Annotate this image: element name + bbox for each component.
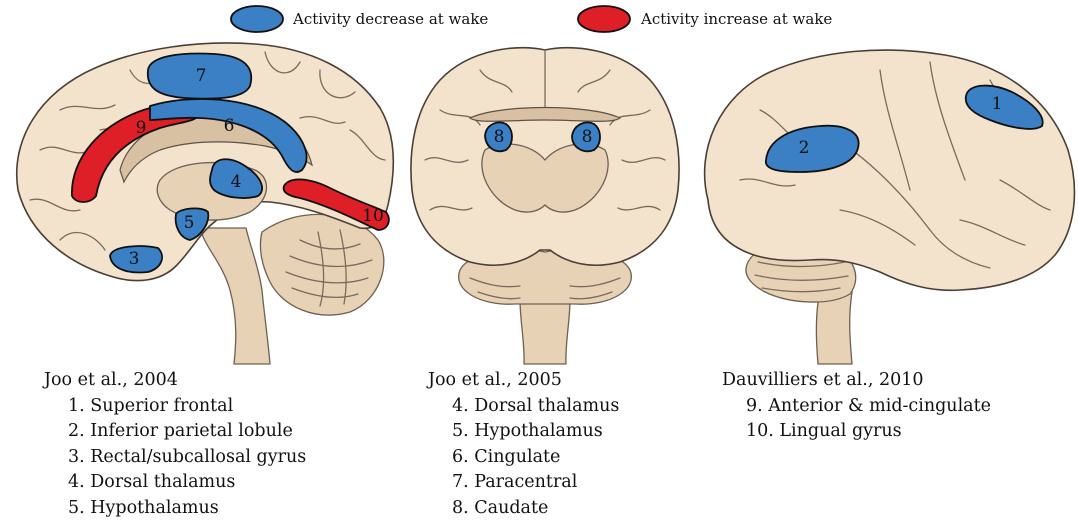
legend-decrease-label: Activity decrease at wake bbox=[292, 10, 488, 28]
legend-decrease-swatch bbox=[231, 6, 283, 32]
list-item: 7. Paracentral bbox=[452, 470, 619, 496]
list-item: 4. Dorsal thalamus bbox=[68, 470, 306, 496]
region-list: 1. Superior frontal 2. Inferior parietal… bbox=[44, 394, 306, 522]
region-label-10: 10 bbox=[362, 206, 384, 226]
list-item: 8. Caudate bbox=[452, 496, 619, 522]
region-label-7: 7 bbox=[196, 66, 207, 86]
region-label-4: 4 bbox=[231, 172, 242, 192]
region-label-8-right: 8 bbox=[582, 127, 593, 147]
lateral-cerebrum bbox=[705, 50, 1075, 290]
region-list: 4. Dorsal thalamus 5. Hypothalamus 6. Ci… bbox=[428, 394, 619, 522]
legend-increase-swatch bbox=[578, 6, 630, 32]
list-item: 9. Anterior & mid-cingulate bbox=[746, 394, 991, 420]
list-item: 5. Hypothalamus bbox=[68, 496, 306, 522]
sagittal-brain: 7 9 6 4 5 3 10 bbox=[17, 43, 394, 364]
study-citation: Dauvilliers et al., 2010 bbox=[722, 368, 991, 394]
list-item: 4. Dorsal thalamus bbox=[452, 394, 619, 420]
list-item: 5. Hypothalamus bbox=[452, 419, 619, 445]
study-joo-2005: Joo et al., 2005 4. Dorsal thalamus 5. H… bbox=[428, 368, 619, 521]
region-label-5: 5 bbox=[184, 213, 195, 233]
region-label-3: 3 bbox=[129, 249, 140, 269]
region-label-1: 1 bbox=[992, 94, 1003, 114]
legend-increase-label: Activity increase at wake bbox=[640, 10, 832, 28]
study-citation: Joo et al., 2004 bbox=[44, 368, 306, 394]
list-item: 10. Lingual gyrus bbox=[746, 419, 991, 445]
study-joo-2004: Joo et al., 2004 1. Superior frontal 2. … bbox=[44, 368, 306, 521]
region-label-9: 9 bbox=[136, 118, 147, 138]
list-item: 3. Rectal/subcallosal gyrus bbox=[68, 445, 306, 471]
coronal-brainstem bbox=[520, 300, 570, 364]
lateral-brain: 1 2 bbox=[705, 50, 1075, 364]
list-item: 1. Superior frontal bbox=[68, 394, 306, 420]
sagittal-brainstem bbox=[200, 228, 270, 364]
legend: Activity decrease at wake Activity incre… bbox=[231, 6, 832, 32]
region-label-6: 6 bbox=[224, 116, 235, 136]
coronal-brain: 8 8 bbox=[411, 48, 679, 364]
list-item: 6. Cingulate bbox=[452, 445, 619, 471]
list-item: 2. Inferior parietal lobule bbox=[68, 419, 306, 445]
study-citation: Joo et al., 2005 bbox=[428, 368, 619, 394]
region-list: 9. Anterior & mid-cingulate 10. Lingual … bbox=[722, 394, 991, 445]
region-label-8-left: 8 bbox=[494, 127, 505, 147]
study-dauvilliers-2010: Dauvilliers et al., 2010 9. Anterior & m… bbox=[722, 368, 991, 445]
region-label-2: 2 bbox=[799, 138, 810, 158]
